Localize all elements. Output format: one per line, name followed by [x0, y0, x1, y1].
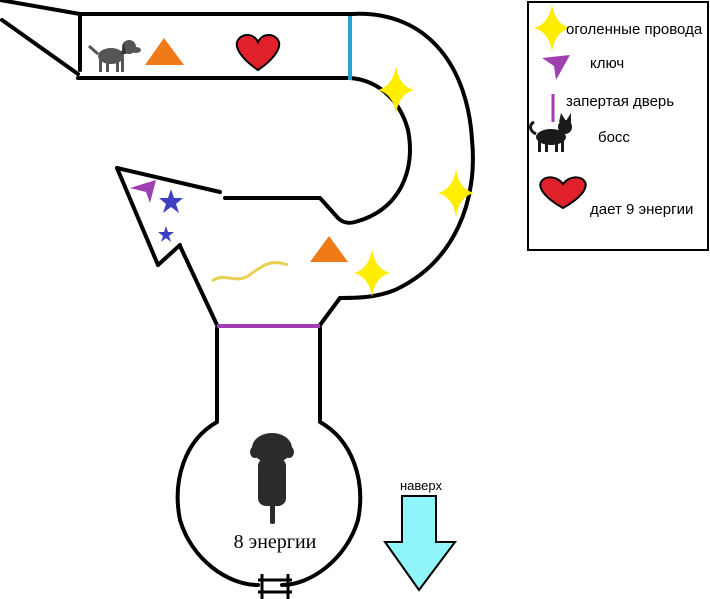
purple-key-icon — [542, 55, 570, 80]
down-arrow-icon — [383, 495, 457, 592]
energy-label: 8 энергии — [234, 531, 317, 553]
legend: оголенные провода ключ запертая дверь бо… — [527, 1, 709, 251]
legend-item-wires: оголенные провода — [566, 21, 703, 38]
legend-item-boss: босс — [598, 129, 630, 146]
dog-icon — [88, 40, 141, 72]
worm-icon — [211, 261, 289, 283]
legend-item-door: запертая дверь — [566, 93, 674, 110]
wire-star-icon — [438, 169, 474, 217]
wire-star-icon — [354, 249, 390, 297]
legend-item-key: ключ — [590, 55, 624, 72]
blue-star-icon — [159, 189, 183, 213]
player-character-icon — [250, 433, 294, 524]
blue-star-icon — [158, 226, 174, 242]
red-heart-icon — [539, 176, 587, 210]
wire-star-icon — [378, 66, 414, 114]
map-walls — [0, 0, 475, 587]
legend-box — [527, 1, 709, 251]
key-icon — [130, 180, 156, 203]
black-cat-icon — [529, 113, 572, 152]
ladder-icon — [258, 574, 292, 599]
arrow-label: наверх — [400, 478, 442, 493]
orange-triangle-icon — [145, 38, 184, 65]
legend-item-heart: дает 9 энергии — [590, 201, 693, 218]
heart-icon — [235, 34, 281, 72]
orange-triangle-icon — [310, 236, 348, 262]
